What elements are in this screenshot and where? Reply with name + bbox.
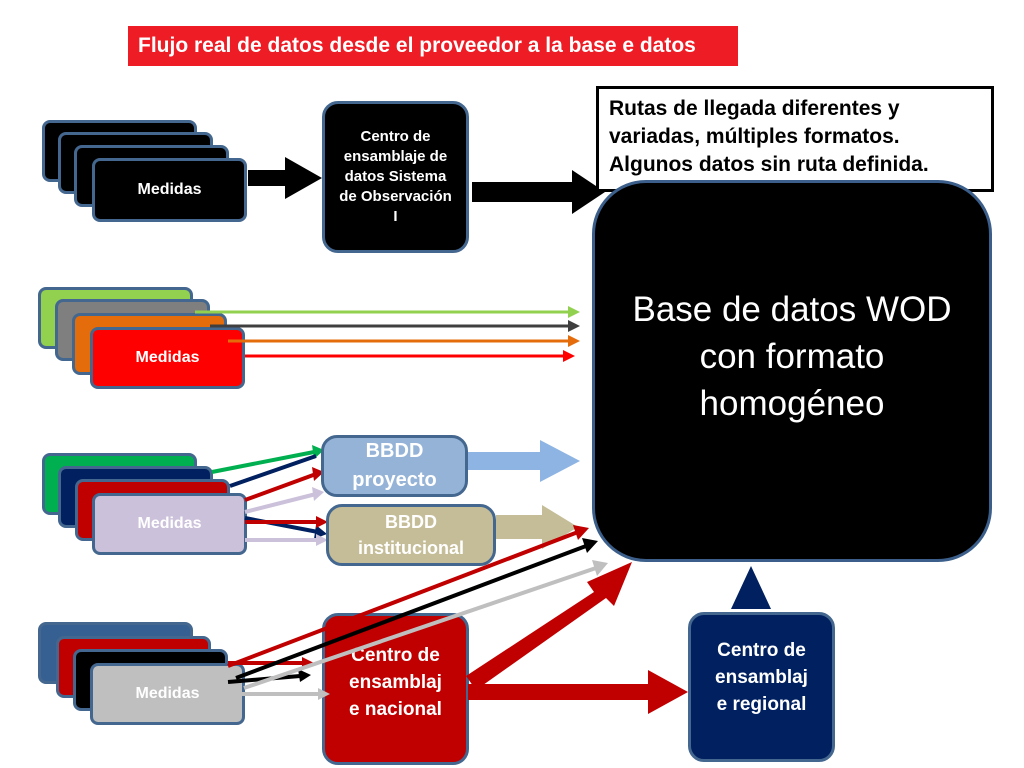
arrow-regional-to-wod bbox=[731, 566, 771, 609]
wod-database-line: homogéneo bbox=[699, 383, 885, 423]
title-text: Flujo real de datos desde el proveedor a… bbox=[138, 34, 696, 57]
routes-note-line: Rutas de llegada diferentes y bbox=[609, 97, 900, 120]
observation-center-line: I bbox=[393, 208, 398, 225]
measure-card-group-3: Medidas bbox=[92, 493, 247, 555]
arrowhead-darkred-project bbox=[312, 467, 324, 481]
regional-center-line: ensamblaj bbox=[715, 667, 808, 688]
project-db-line: BBDD bbox=[365, 440, 424, 462]
national-center-line: e nacional bbox=[349, 699, 442, 720]
arrowhead-gray-long bbox=[592, 560, 608, 576]
arrowhead-black-national bbox=[298, 669, 311, 682]
arrow-lilac-to-project bbox=[244, 492, 317, 514]
observation-center-line: datos Sistema bbox=[344, 168, 447, 185]
arrow-navy-to-project bbox=[229, 454, 317, 488]
measure-label: Medidas bbox=[137, 515, 202, 532]
national-center-line: ensamblaj bbox=[349, 672, 442, 693]
arrow-green-to-project bbox=[211, 450, 315, 474]
arrowhead-darkred-institutional bbox=[316, 516, 328, 528]
arrow-national-to-wod bbox=[466, 562, 632, 690]
measure-label: Medidas bbox=[135, 685, 200, 702]
national-center-line: Centro de bbox=[351, 645, 440, 666]
observation-center-box: Centro de ensamblaje de datos Sistema de… bbox=[322, 101, 469, 253]
wod-database-line: Base de datos WOD bbox=[632, 289, 952, 329]
arrowhead-orange bbox=[568, 335, 580, 347]
arrow-darkred-to-project bbox=[244, 472, 317, 502]
wod-database-line: con formato bbox=[699, 336, 885, 376]
project-db-box: BBDD proyecto bbox=[321, 435, 468, 497]
title-banner: Flujo real de datos desde el proveedor a… bbox=[128, 26, 738, 66]
arrowhead-gray-national bbox=[318, 688, 330, 700]
arrow-black-to-national bbox=[227, 674, 301, 684]
institutional-db-line: BBDD bbox=[384, 512, 437, 532]
arrowhead-darkred-long bbox=[573, 525, 589, 540]
arrow-project-to-wod bbox=[468, 440, 580, 482]
arrow-measures-to-observation-center bbox=[248, 157, 322, 199]
regional-center-box: Centro de ensamblaj e regional bbox=[688, 612, 835, 762]
routes-note-line: variadas, múltiples formatos. bbox=[609, 125, 900, 148]
institutional-db-box: BBDD institucional bbox=[326, 504, 496, 566]
arrowhead-lilac-project bbox=[312, 487, 324, 501]
arrowhead-green bbox=[568, 306, 580, 318]
wod-database-box: Base de datos WOD con formato homogéneo bbox=[592, 180, 992, 562]
arrowhead-red bbox=[563, 350, 575, 362]
measure-card-group-1: Medidas bbox=[92, 158, 247, 222]
arrow-darkred-long-to-wod bbox=[227, 530, 579, 668]
measure-card-group-2: Medidas bbox=[90, 327, 245, 389]
arrowhead-gray bbox=[568, 320, 580, 332]
arrowhead-lilac-institutional bbox=[316, 534, 328, 546]
measure-label: Medidas bbox=[135, 349, 200, 366]
regional-center-line: Centro de bbox=[717, 640, 806, 661]
routes-note: Rutas de llegada diferentes y variadas, … bbox=[596, 86, 994, 192]
measure-card-group-4: Medidas bbox=[90, 663, 245, 725]
observation-center-line: Centro de bbox=[360, 128, 431, 145]
project-db-line: proyecto bbox=[352, 469, 437, 491]
routes-note-line: Algunos datos sin ruta definida. bbox=[609, 153, 929, 176]
regional-center-line: e regional bbox=[716, 694, 807, 715]
arrow-institutional-to-wod bbox=[496, 505, 578, 549]
institutional-db-line: institucional bbox=[357, 538, 464, 558]
arrow-national-to-regional bbox=[468, 670, 688, 714]
observation-center-line: de Observación bbox=[339, 188, 452, 205]
arrow-black-long-to-wod bbox=[235, 544, 587, 680]
arrowhead-black-long bbox=[582, 538, 598, 553]
measure-label: Medidas bbox=[137, 181, 202, 198]
arrow-gray-long-to-wod bbox=[243, 566, 597, 690]
observation-center-line: ensamblaje de bbox=[343, 148, 448, 165]
arrow-observation-center-to-wod bbox=[472, 170, 605, 214]
